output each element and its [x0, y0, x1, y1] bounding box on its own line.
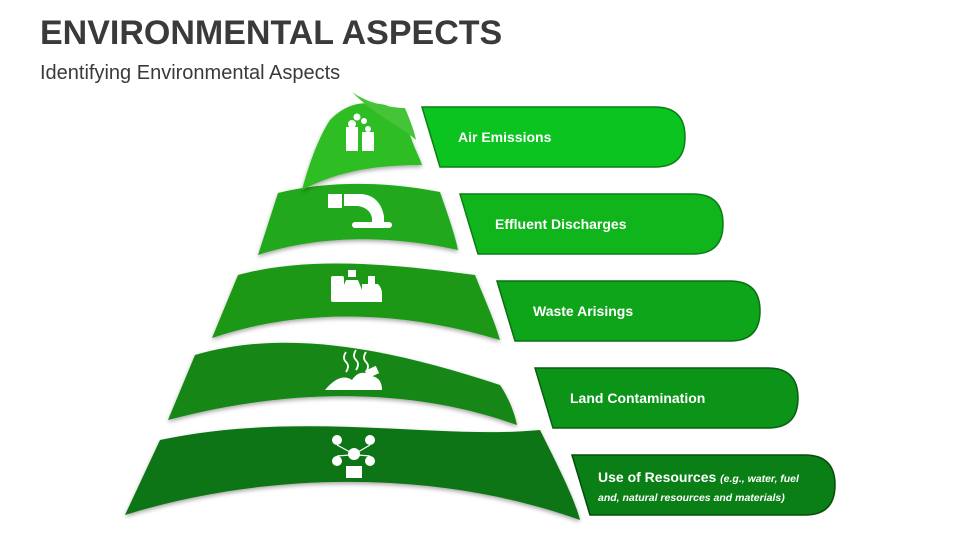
- aspect-label-4: Land Contamination: [570, 390, 706, 406]
- aspect-label-1: Air Emissions: [458, 129, 552, 145]
- band-1: [420, 106, 686, 168]
- band-2: [458, 193, 724, 255]
- chemical-containers-icon: [331, 270, 382, 302]
- aspect-label-3: Waste Arisings: [533, 303, 634, 319]
- factory-smoke-icon: [346, 113, 374, 151]
- band-5: [570, 454, 836, 516]
- page-subtitle: Identifying Environmental Aspects: [40, 62, 341, 84]
- pyramid-tier-2: [258, 183, 458, 255]
- pipe-discharge-icon: [328, 194, 392, 228]
- resources-network-icon: [332, 435, 375, 478]
- landfill-waste-icon: [325, 349, 382, 390]
- aspect-label-5-title: Use of Resources: [598, 469, 717, 485]
- page-title: ENVIRONMENTAL ASPECTS: [40, 14, 503, 52]
- aspect-label-5: Use of Resources (e.g., water, fuel and,…: [598, 469, 808, 507]
- aspect-label-5-note: (e.g., water, fuel and, natural resource…: [598, 473, 799, 504]
- band-3: [495, 280, 761, 342]
- band-4: [533, 367, 799, 429]
- aspect-label-2: Effluent Discharges: [495, 216, 627, 232]
